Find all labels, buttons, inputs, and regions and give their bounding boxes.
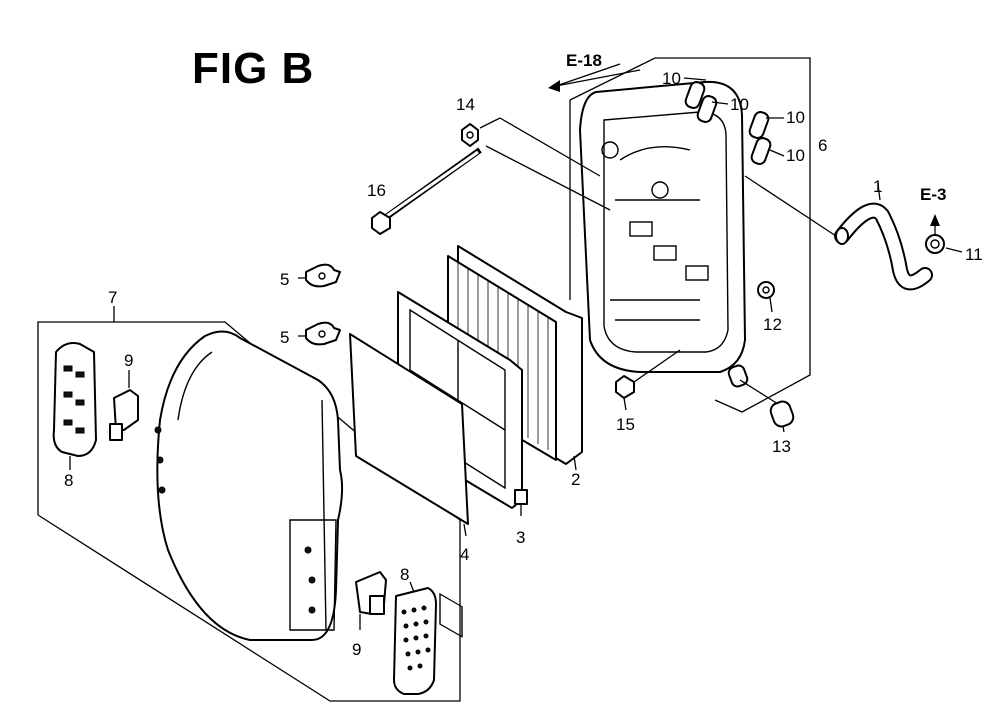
callout-16: 16 [367, 181, 386, 200]
callout-6: 6 [818, 136, 827, 155]
callout-9-right: 9 [352, 640, 361, 659]
ref-e18: E-18 [566, 51, 602, 70]
stud-bolt-16 [371, 145, 611, 235]
callout-12: 12 [763, 315, 782, 334]
callout-9-left: 9 [124, 351, 133, 370]
clip-5-upper [298, 263, 341, 288]
callout-2: 2 [571, 470, 580, 489]
callout-4: 4 [460, 545, 469, 564]
callout-3: 3 [516, 528, 525, 547]
grommet-12 [757, 281, 775, 313]
hinge-9-right [355, 571, 387, 630]
bolt-15 [615, 349, 681, 411]
callout-8-left: 8 [64, 471, 73, 490]
air-cleaner-cover-7 [154, 330, 344, 641]
ref-e3: E-3 [920, 185, 946, 204]
figure-title: FIG B [192, 44, 315, 93]
latch-8-left [52, 342, 97, 470]
callout-14: 14 [456, 95, 475, 114]
callout-10-a: 10 [662, 69, 681, 88]
callout-10-d: 10 [786, 146, 805, 165]
hinge-9-left [109, 370, 139, 441]
foam-pre-filter-4 [349, 333, 469, 537]
e18-arrow [548, 63, 641, 92]
grommet-group-10 [684, 81, 772, 165]
callout-7: 7 [108, 288, 117, 307]
hose-clip-11 [925, 214, 963, 254]
callout-5-upper: 5 [280, 270, 289, 289]
callout-10-b: 10 [730, 95, 749, 114]
clip-5-lower [298, 321, 341, 346]
latch-8-right [393, 581, 437, 695]
callout-13: 13 [772, 437, 791, 456]
group-boundary-6 [569, 57, 811, 413]
callout-15: 15 [616, 415, 635, 434]
breather-tube-1 [744, 175, 933, 291]
callout-10-c: 10 [786, 108, 805, 127]
callout-11: 11 [965, 245, 983, 264]
callout-1: 1 [873, 177, 882, 196]
callout-5-lower: 5 [280, 328, 289, 347]
air-cleaner-case [579, 80, 746, 373]
grommet-13 [727, 364, 795, 433]
nut-14 [461, 117, 601, 177]
callout-8-right: 8 [400, 565, 409, 584]
